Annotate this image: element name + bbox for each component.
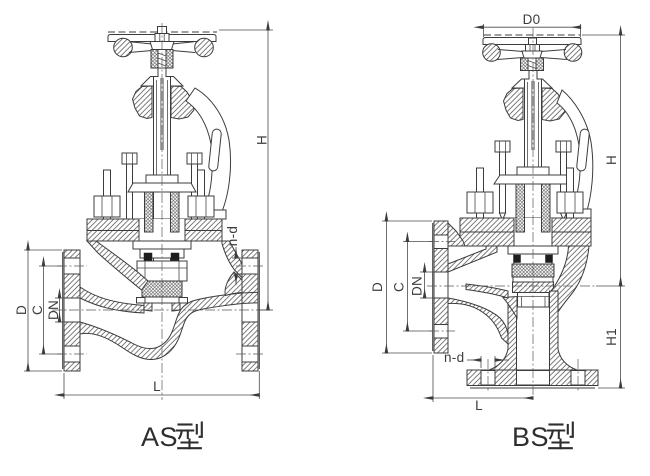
bs-inlet-bottom-wall bbox=[447, 297, 509, 346]
detail-shape bbox=[527, 57, 537, 71]
bs-inlet-flange bbox=[432, 220, 449, 354]
as-yoke-arm-right-section bbox=[170, 85, 195, 120]
detail-shape bbox=[433, 271, 449, 299]
detail-shape bbox=[494, 140, 511, 153]
bs-centerlines bbox=[427, 28, 596, 402]
bs-dim-C: C bbox=[392, 231, 432, 332]
bs-handwheel-rim-right bbox=[563, 43, 583, 62]
bs-dimensions: D0 H H1 D bbox=[370, 12, 625, 413]
bs-dim-nd-label: n-d bbox=[444, 350, 464, 365]
bs-dim-L-label: L bbox=[475, 398, 483, 413]
as-packing-left bbox=[144, 191, 154, 233]
detail-shape bbox=[513, 254, 521, 263]
bs-dim-D0: D0 bbox=[473, 12, 582, 37]
detail-shape bbox=[143, 252, 153, 262]
bs-body bbox=[447, 221, 590, 371]
as-dim-C-label: C bbox=[30, 305, 45, 315]
bs-caption-latin: BS bbox=[512, 422, 549, 452]
bs-dim-DN: DN bbox=[410, 262, 434, 299]
bs-bonnet-flange bbox=[459, 217, 592, 247]
as-outlet-flange bbox=[241, 249, 260, 372]
bs-stem-tip bbox=[528, 37, 537, 45]
bs-wheel-nut bbox=[525, 44, 540, 52]
as-dim-L: L bbox=[54, 371, 260, 399]
bs-body-right-wall bbox=[549, 245, 590, 314]
as-yoke-arm-left-section bbox=[131, 85, 153, 120]
as-dim-D-label: D bbox=[14, 305, 29, 315]
bs-dim-D-label: D bbox=[370, 282, 385, 292]
bs-dim-D: D bbox=[370, 211, 432, 354]
as-body-floor-left bbox=[79, 286, 145, 314]
bs-dim-D0-label: D0 bbox=[523, 12, 541, 27]
as-seat bbox=[136, 297, 188, 312]
detail-path bbox=[527, 60, 537, 69]
detail-line bbox=[497, 49, 524, 52]
detail-shape bbox=[186, 152, 203, 165]
as-bonnet-flange bbox=[86, 218, 223, 242]
bs-yoke-slot bbox=[576, 128, 590, 172]
as-dim-D: D bbox=[14, 240, 62, 372]
bs-dim-H1: H1 bbox=[598, 276, 625, 389]
as-yoke-slot bbox=[208, 128, 222, 172]
as-dim-nd-label: n-d bbox=[225, 226, 240, 246]
detail-line bbox=[129, 41, 153, 45]
bs-packing-left bbox=[515, 183, 525, 233]
detail-shape bbox=[466, 191, 494, 214]
as-handwheel-rim-left bbox=[113, 37, 133, 58]
as-valve-section: H D C DN bbox=[14, 20, 273, 452]
detail-shape bbox=[136, 297, 146, 304]
detail-line bbox=[171, 41, 195, 45]
detail-shape bbox=[187, 195, 215, 218]
detail-line bbox=[540, 49, 567, 52]
bs-valve-section: D0 H H1 D bbox=[370, 12, 625, 452]
detail-shape bbox=[170, 252, 180, 262]
as-body bbox=[79, 240, 243, 361]
as-dimensions: H D C DN bbox=[14, 20, 273, 399]
bs-dim-nd: n-d bbox=[444, 350, 509, 368]
bs-wheel-hub bbox=[521, 50, 543, 59]
bs-handwheel bbox=[482, 34, 583, 62]
detail-line bbox=[171, 50, 196, 53]
as-dim-C: C bbox=[30, 256, 62, 355]
detail-line bbox=[128, 50, 153, 53]
as-caption-latin: AS bbox=[141, 422, 178, 452]
as-handwheel-rim-right bbox=[194, 37, 214, 58]
as-flow-band-flange-gap bbox=[241, 291, 259, 305]
as-packing-right bbox=[170, 191, 180, 233]
detail-shape bbox=[545, 254, 553, 263]
as-caption: AS bbox=[141, 421, 203, 452]
detail-shape bbox=[93, 195, 121, 218]
detail-line bbox=[496, 57, 524, 60]
as-dim-nd: n-d bbox=[225, 226, 243, 285]
detail-line bbox=[540, 57, 568, 60]
bs-bonnet-bolts bbox=[466, 167, 584, 219]
detail-path bbox=[498, 212, 507, 222]
detail-shape bbox=[555, 140, 572, 153]
as-body-cone-left bbox=[85, 240, 149, 291]
bs-dim-H-label: H bbox=[604, 155, 619, 165]
detail-shape bbox=[556, 191, 584, 214]
bs-outlet-flange bbox=[466, 369, 599, 389]
as-inlet-flange bbox=[62, 249, 81, 372]
as-dim-DN: DN bbox=[46, 288, 64, 323]
as-dim-L-label: L bbox=[153, 379, 161, 394]
as-dim-DN-label: DN bbox=[46, 300, 61, 320]
bs-seat-shelf bbox=[501, 295, 518, 320]
bs-dim-C-label: C bbox=[392, 282, 407, 292]
as-dim-H: H bbox=[219, 20, 273, 311]
detail-shape bbox=[121, 152, 138, 165]
bs-dim-H1-label: H1 bbox=[604, 328, 619, 346]
bs-dim-DN-label: DN bbox=[410, 276, 425, 296]
as-dim-H-label: H bbox=[255, 135, 270, 145]
bs-handwheel-rim-left bbox=[482, 43, 501, 62]
detail-shape bbox=[178, 297, 188, 304]
bs-dim-L: L bbox=[423, 355, 534, 413]
bs-packing-right bbox=[541, 183, 551, 233]
bs-caption: BS bbox=[512, 421, 574, 452]
bs-yoke-arm-left-section bbox=[502, 87, 524, 122]
